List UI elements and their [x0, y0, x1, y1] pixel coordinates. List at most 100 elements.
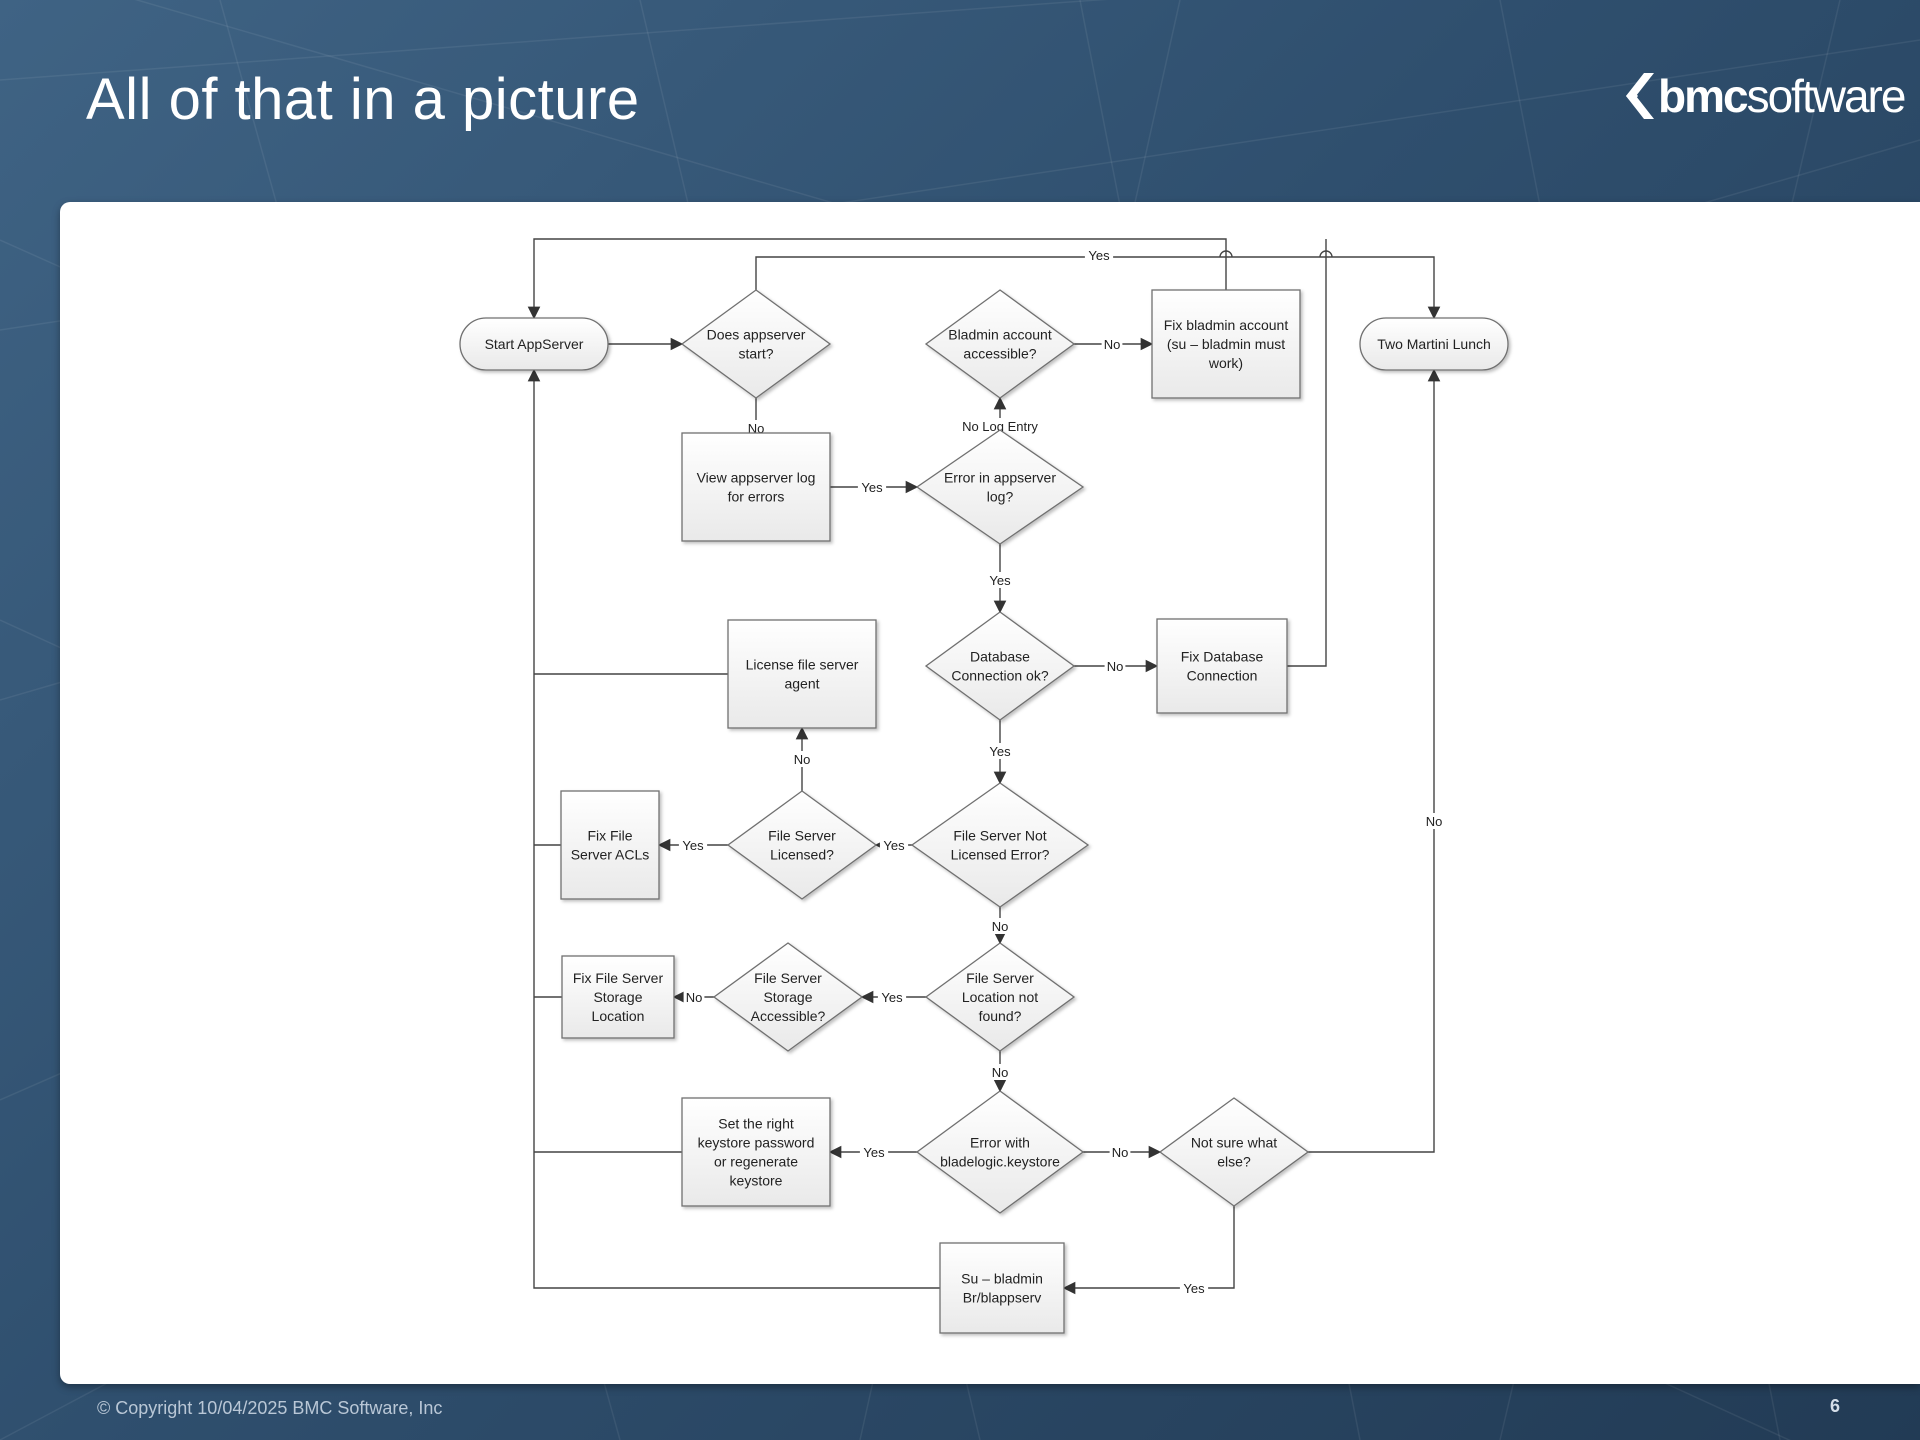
node-dbok-text: Connection ok? — [951, 668, 1049, 684]
node-fslic-text: Licensed? — [770, 847, 834, 863]
node-fsloc-text: Location not — [962, 989, 1038, 1005]
connector-notsure-to-martini — [1308, 368, 1441, 1153]
svg-text:No Log Entry: No Log Entry — [962, 419, 1038, 434]
footer-copyright: © Copyright 10/04/2025 BMC Software, Inc — [97, 1398, 443, 1418]
connector-label-viewlog-to-errlog: Yes — [857, 479, 887, 495]
svg-text:Yes: Yes — [883, 838, 905, 853]
connector-label-dbok-to-fsnotlic: Yes — [985, 743, 1015, 759]
line-hop — [1219, 250, 1233, 258]
svg-text:No: No — [1426, 814, 1443, 829]
node-subladmin-text: Su – bladmin — [961, 1271, 1043, 1287]
connector-notsure-to-subladmin — [1062, 1206, 1235, 1295]
page-number: 6 — [1830, 1396, 1841, 1416]
connector-label-notsure-to-martini: No — [1423, 813, 1445, 829]
node-fsloc-text: File Server — [966, 970, 1034, 986]
bmc-software-logo: bmcsoftware — [1618, 66, 1906, 126]
connector-label-dbok-to-fixdb: No — [1104, 658, 1126, 674]
connector-appstart-to-martini — [755, 256, 1441, 320]
connector-label-fsacc-to-fixstorage: No — [683, 989, 705, 1005]
connector-fixbladmin-to-start — [527, 238, 1227, 320]
node-bladmin-text: Bladmin account — [948, 327, 1052, 343]
connector-label-fsnotlic-to-fsloc: No — [989, 918, 1011, 934]
node-notsure-text: Not sure what — [1191, 1135, 1277, 1151]
connector-label-fsloc-to-fsacc: Yes — [877, 989, 907, 1005]
connector-label-keystore-to-keystorefix: Yes — [859, 1144, 889, 1160]
node-fsacc-text: File Server — [754, 970, 822, 986]
connector-label-fslic-to-license: No — [791, 751, 813, 767]
node-fixstorage-text: Location — [592, 1008, 645, 1024]
svg-text:Yes: Yes — [1183, 1281, 1205, 1296]
node-start: Start AppServer — [459, 317, 609, 371]
node-martini-text: Two Martini Lunch — [1377, 336, 1491, 352]
node-errlog: Error in appserver log? — [915, 429, 1085, 545]
node-license: License file server agent — [727, 619, 877, 729]
node-fslic-text: File Server — [768, 828, 836, 844]
slide-title: All of that in a picture — [86, 67, 640, 132]
node-fsloc-text: found? — [979, 1008, 1022, 1024]
node-keystore-text: bladelogic.keystore — [940, 1154, 1060, 1170]
svg-text:No: No — [1104, 337, 1121, 352]
node-subladmin-text: Br/blappserv — [963, 1290, 1042, 1306]
node-fixbladmin: Fix bladmin account(su – bladmin mustwor… — [1151, 289, 1301, 399]
node-bladmin-text: accessible? — [963, 346, 1036, 362]
node-license-text: agent — [784, 676, 819, 692]
node-keystorefix-text: keystore — [730, 1173, 783, 1189]
node-license-text: License file server — [746, 657, 859, 673]
node-start-text: Start AppServer — [485, 336, 584, 352]
svg-text:Yes: Yes — [881, 990, 903, 1005]
line-hop — [1319, 250, 1333, 258]
node-notsure-text: else? — [1217, 1154, 1251, 1170]
node-viewlog-text: for errors — [728, 489, 785, 505]
connector-label-fsloc-to-keystore: No — [989, 1064, 1011, 1080]
connector-label-errlog-to-bladmin: No Log Entry — [952, 418, 1048, 434]
svg-text:Yes: Yes — [863, 1145, 885, 1160]
connector-label-appstart-to-viewlog: No — [745, 420, 767, 436]
node-keystore: Error with bladelogic.keystore — [915, 1090, 1085, 1214]
node-fixacl-text: Server ACLs — [571, 847, 650, 863]
node-fsnotlic-text: Licensed Error? — [951, 847, 1050, 863]
node-fixdb-text: Connection — [1187, 668, 1258, 684]
connector-label-notsure-to-subladmin: Yes — [1179, 1280, 1209, 1296]
node-fixdb-text: Fix Database — [1181, 649, 1264, 665]
svg-text:No: No — [992, 919, 1009, 934]
connector-fixdb-to-start — [1287, 239, 1327, 667]
node-fixbladmin-text: work) — [1208, 355, 1243, 371]
node-martini: Two Martini Lunch — [1359, 317, 1509, 371]
node-fixstorage-text: Fix File Server — [573, 970, 664, 986]
node-keystorefix-text: keystore password — [698, 1135, 815, 1151]
bmc-logo-mark-icon — [1626, 73, 1654, 119]
node-notsure: Not sure what else? — [1158, 1097, 1310, 1207]
svg-text:Yes: Yes — [861, 480, 883, 495]
node-fsacc-text: Storage — [763, 989, 812, 1005]
node-keystore-text: Error with — [970, 1135, 1030, 1151]
connector-label-errlog-to-dbok: Yes — [985, 572, 1015, 588]
svg-text:No: No — [992, 1065, 1009, 1080]
svg-text:No: No — [1107, 659, 1124, 674]
node-fixstorage-text: Storage — [593, 989, 642, 1005]
node-fsacc-text: Accessible? — [751, 1008, 826, 1024]
node-appstart-text: Does appserver — [707, 327, 806, 343]
node-dbok-text: Database — [970, 649, 1030, 665]
svg-text:Yes: Yes — [682, 838, 704, 853]
node-fixbladmin-text: Fix bladmin account — [1164, 317, 1289, 333]
connector-label-fsnotlic-to-fslic: Yes — [879, 837, 909, 853]
connector-label-fslic-to-fixacl: Yes — [678, 837, 708, 853]
node-errlog-text: log? — [987, 489, 1014, 505]
node-errlog-text: Error in appserver — [944, 470, 1056, 486]
node-bladmin: Bladmin account accessible? — [924, 289, 1076, 399]
svg-text:No: No — [748, 421, 765, 436]
svg-text:Yes: Yes — [989, 573, 1011, 588]
connector-label-appstart-to-martini: Yes — [1084, 247, 1114, 263]
svg-text:Yes: Yes — [989, 744, 1011, 759]
node-fixacl-text: Fix File — [587, 828, 632, 844]
connector-subladmin-to-start — [527, 368, 940, 1289]
